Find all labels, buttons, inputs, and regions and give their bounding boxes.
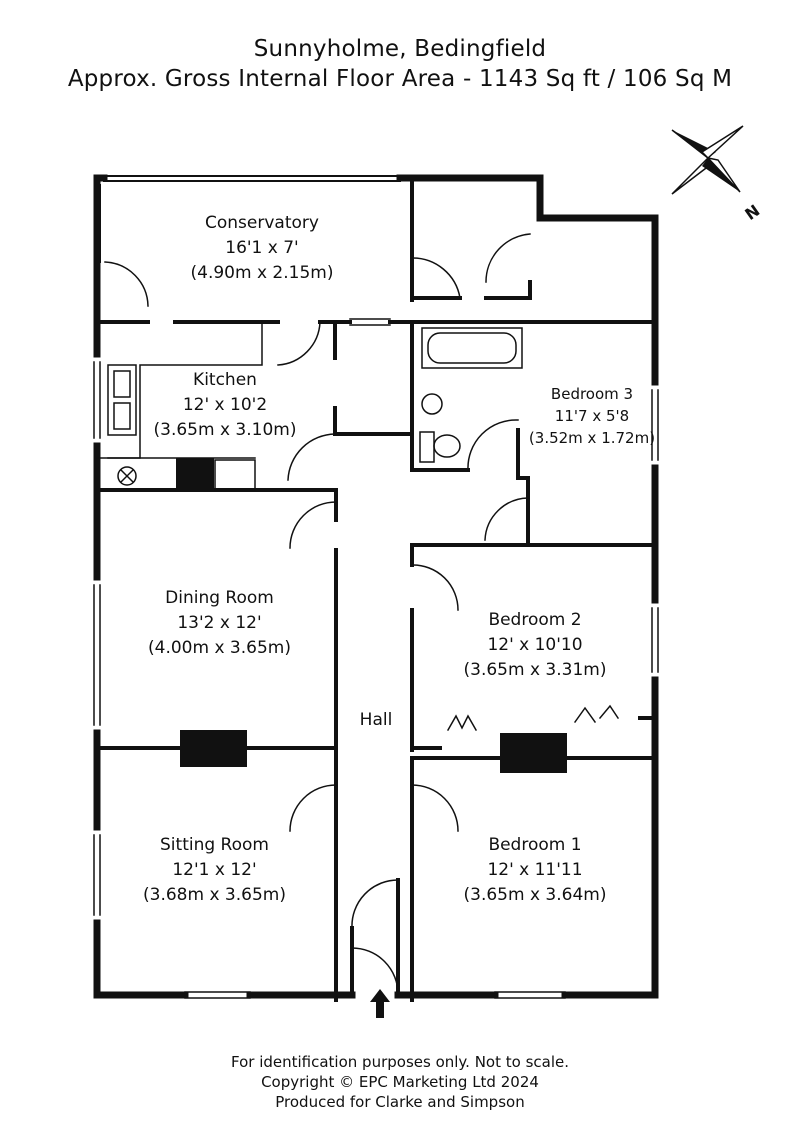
- room-size-imperial: 12' x 10'10: [487, 635, 583, 655]
- room-kitchen: Kitchen 12' x 10'2 (3.65m x 3.10m): [145, 368, 305, 443]
- room-name: Conservatory: [205, 213, 319, 233]
- compass-label: N: [741, 201, 763, 224]
- property-name: Sunnyholme, Bedingfield: [253, 36, 547, 62]
- room-size-imperial: 12' x 11'11: [487, 860, 583, 880]
- copyright-text: Copyright © EPC Marketing Ltd 2024: [261, 1073, 539, 1091]
- compass-icon: [671, 125, 744, 195]
- room-sitting: Sitting Room 12'1 x 12' (3.68m x 3.65m): [132, 833, 297, 908]
- room-hall: Hall: [346, 708, 406, 733]
- entrance-arrow-icon: [370, 989, 390, 1018]
- window-gaps: [92, 357, 660, 920]
- room-name: Bedroom 2: [488, 610, 582, 630]
- room-size-imperial: 12'1 x 12': [172, 860, 257, 880]
- doors: [104, 233, 620, 995]
- fireplaces: [176, 458, 567, 773]
- conservatory-glazing: [94, 175, 401, 263]
- disclaimer-text: For identification purposes only. Not to…: [230, 1053, 569, 1071]
- room-size-metric: (3.65m x 3.64m): [463, 885, 607, 905]
- windows: [93, 318, 659, 999]
- floor-area-title: Approx. Gross Internal Floor Area - 1143…: [67, 66, 733, 92]
- bathroom-fittings: [419, 327, 523, 463]
- room-size-metric: (3.65m x 3.10m): [153, 420, 297, 440]
- room-size-metric: (3.52m x 1.72m): [528, 429, 656, 447]
- room-name: Hall: [359, 710, 393, 730]
- room-bedroom-3: Bedroom 3 11'7 x 5'8 (3.52m x 1.72m): [526, 383, 658, 449]
- room-size-metric: (4.00m x 3.65m): [148, 638, 291, 658]
- room-name: Kitchen: [193, 370, 257, 390]
- room-size-imperial: 12' x 10'2: [182, 395, 268, 415]
- room-size-metric: (3.65m x 3.31m): [463, 660, 607, 680]
- produced-for-text: Produced for Clarke and Simpson: [275, 1093, 525, 1111]
- room-name: Sitting Room: [160, 835, 269, 855]
- room-size-metric: (4.90m x 2.15m): [190, 263, 334, 283]
- room-dining: Dining Room 13'2 x 12' (4.00m x 3.65m): [137, 586, 302, 661]
- room-bedroom-2: Bedroom 2 12' x 10'10 (3.65m x 3.31m): [455, 608, 615, 683]
- room-size-imperial: 13'2 x 12': [177, 613, 262, 633]
- room-size-imperial: 11'7 x 5'8: [554, 407, 630, 425]
- room-name: Bedroom 3: [550, 385, 634, 403]
- room-bedroom-1: Bedroom 1 12' x 11'11 (3.65m x 3.64m): [455, 833, 615, 908]
- room-name: Bedroom 1: [488, 835, 582, 855]
- room-conservatory: Conservatory 16'1 x 7' (4.90m x 2.15m): [172, 211, 352, 286]
- room-size-metric: (3.68m x 3.65m): [143, 885, 286, 905]
- room-size-imperial: 16'1 x 7': [225, 238, 299, 258]
- room-name: Dining Room: [165, 588, 274, 608]
